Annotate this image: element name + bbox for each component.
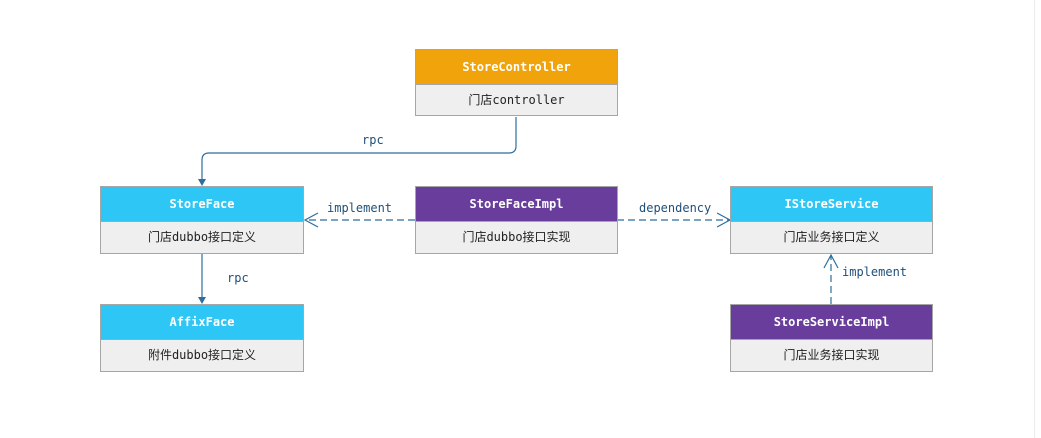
node-store-face-title: StoreFace [101, 187, 303, 222]
arrowhead-controller-to-face [198, 179, 206, 186]
node-istore-service-desc: 门店业务接口定义 [783, 230, 880, 244]
node-store-service-impl-desc: 门店业务接口实现 [783, 348, 880, 362]
edge-label-impl-to-face: implement [327, 201, 393, 215]
node-store-face[interactable]: StoreFace 门店dubbo接口定义 [100, 186, 304, 254]
node-store-service-impl[interactable]: StoreServiceImpl 门店业务接口实现 [730, 304, 933, 372]
node-store-controller-title: StoreController [416, 50, 617, 85]
node-affix-face-title: AffixFace [101, 305, 303, 340]
node-store-face-impl-title: StoreFaceImpl [416, 187, 617, 222]
edge-label-service-impl-to-service: implement [842, 265, 908, 279]
arrowhead-face-to-affix [198, 297, 206, 304]
edge-label-face-to-affix: rpc [227, 271, 249, 285]
canvas-right-border [1034, 0, 1035, 438]
node-store-controller-desc: 门店controller [468, 93, 565, 107]
node-affix-face[interactable]: AffixFace 附件dubbo接口定义 [100, 304, 304, 372]
edge-label-controller-to-face: rpc [362, 133, 384, 147]
edge-controller-to-face [201, 117, 517, 180]
node-istore-service[interactable]: IStoreService 门店业务接口定义 [730, 186, 933, 254]
node-store-face-desc: 门店dubbo接口定义 [147, 230, 257, 244]
edge-label-impl-to-service: dependency [639, 201, 712, 215]
node-affix-face-desc: 附件dubbo接口定义 [147, 348, 257, 362]
node-store-service-impl-title: StoreServiceImpl [731, 305, 932, 340]
node-store-controller[interactable]: StoreController 门店controller [415, 49, 618, 116]
node-istore-service-title: IStoreService [731, 187, 932, 222]
node-store-face-impl[interactable]: StoreFaceImpl 门店dubbo接口实现 [415, 186, 618, 254]
node-store-face-impl-desc: 门店dubbo接口实现 [462, 230, 571, 244]
arrowhead-service-impl-to-service [823, 253, 839, 269]
arrowhead-impl-to-face [303, 212, 319, 228]
